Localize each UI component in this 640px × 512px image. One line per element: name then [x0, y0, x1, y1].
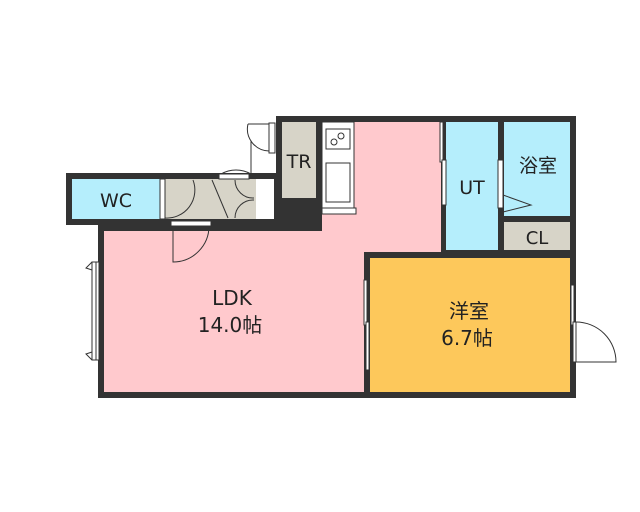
entrance-hall: [164, 179, 256, 219]
tr-label: TR: [286, 151, 312, 173]
ldk-size: 14.0帖: [198, 313, 263, 337]
ldk-label: LDK: [212, 286, 253, 310]
kitchen-counter: [321, 121, 357, 215]
closet: [504, 222, 570, 250]
western-size: 6.7帖: [441, 326, 493, 350]
doors: [85, 121, 617, 371]
ut-label: UT: [459, 177, 485, 199]
entrance-step: [256, 179, 274, 219]
tr-room: [282, 122, 316, 198]
wc-room: [72, 179, 160, 219]
ut-room: [446, 122, 498, 250]
ldk-room: [104, 122, 441, 392]
sink-icon: [325, 162, 351, 203]
bath-room: [504, 122, 570, 216]
cl-label: CL: [526, 228, 549, 249]
stove-icon: [325, 128, 351, 150]
bath-label: 浴室: [519, 155, 557, 177]
wc-label: WC: [100, 190, 132, 212]
western-room: [370, 258, 570, 392]
western-label: 洋室: [449, 299, 489, 323]
